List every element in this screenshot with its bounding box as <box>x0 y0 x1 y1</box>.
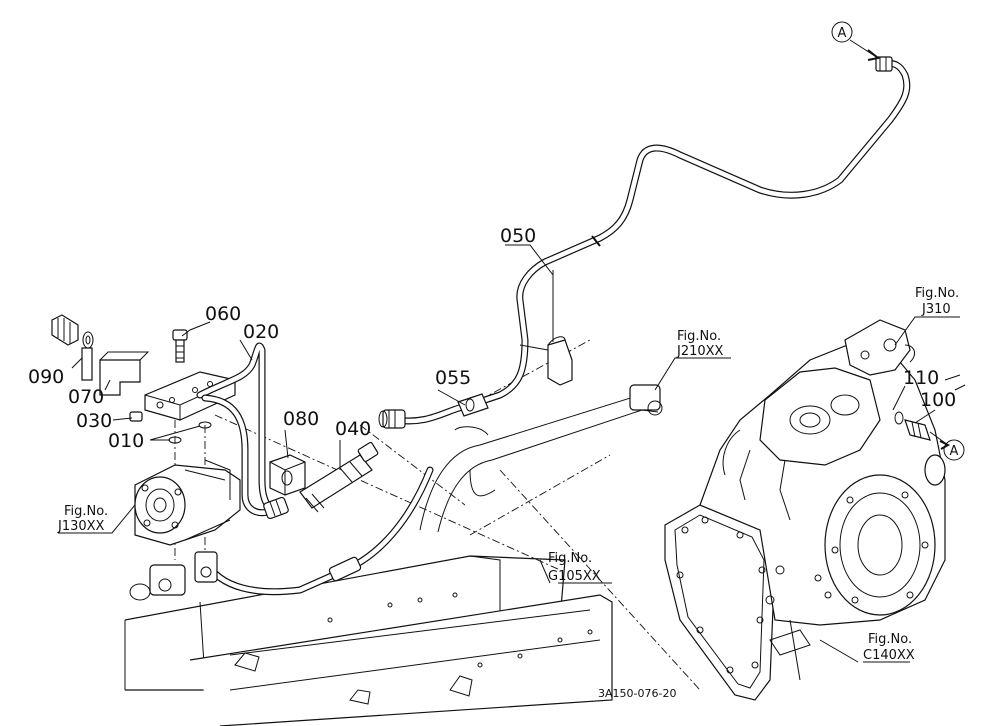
pipe-040 <box>299 441 379 513</box>
fig-ref-c140-title: Fig.No. <box>868 632 912 647</box>
fig-ref-j310-number: J310 <box>921 302 951 317</box>
fittings-110-100 <box>894 411 951 450</box>
lower-pipe <box>201 466 434 596</box>
drawing-code: 3A150-076-20 <box>598 687 676 700</box>
part-label-060: 060 <box>205 303 241 325</box>
part-label-030: 030 <box>76 410 112 432</box>
pipe-020 <box>196 342 289 520</box>
axle-frame <box>419 384 663 533</box>
fig-ref-j130-number: J130XX <box>57 519 105 534</box>
transmission-case <box>664 319 966 701</box>
part-label-110: 110 <box>903 367 939 389</box>
fig-ref-g105-title: Fig.No. <box>548 551 592 566</box>
part-label-020: 020 <box>243 321 279 343</box>
fig-ref-j130-title: Fig.No. <box>64 504 108 519</box>
fig-ref-j210-number: J210XX <box>676 344 724 359</box>
fig-ref-c140-number: C140XX <box>863 648 915 663</box>
hydraulic-pump <box>129 459 241 601</box>
connection-mark-a-top <box>831 21 853 43</box>
connection-mark-a-right <box>943 439 965 461</box>
part-label-080: 080 <box>283 408 319 430</box>
part-label-055: 055 <box>435 367 471 389</box>
fig-ref-j310-title: Fig.No. <box>915 286 959 301</box>
leader-lines <box>58 244 960 663</box>
pipe-050 <box>378 56 911 429</box>
chassis-frame <box>124 555 613 726</box>
connection-mark-a-top-label: A <box>838 26 847 41</box>
fig-ref-g105-number: G105XX <box>548 569 601 584</box>
part-label-040: 040 <box>335 418 371 440</box>
fitting-090 <box>51 314 94 381</box>
connection-marks: A A <box>831 21 965 461</box>
connection-mark-a-right-label: A <box>950 444 959 459</box>
part-number-labels: 050 060 020 090 070 030 010 055 080 040 … <box>28 225 956 452</box>
fig-ref-j210-title: Fig.No. <box>677 329 721 344</box>
clip-080 <box>269 454 306 496</box>
part-label-070: 070 <box>68 386 104 408</box>
part-label-100: 100 <box>920 389 956 411</box>
part-label-050: 050 <box>500 225 536 247</box>
part-label-010: 010 <box>108 430 144 452</box>
part-label-090: 090 <box>28 366 64 388</box>
figure-references: Fig.No. J310 Fig.No. J210XX Fig.No. J130… <box>57 286 959 663</box>
